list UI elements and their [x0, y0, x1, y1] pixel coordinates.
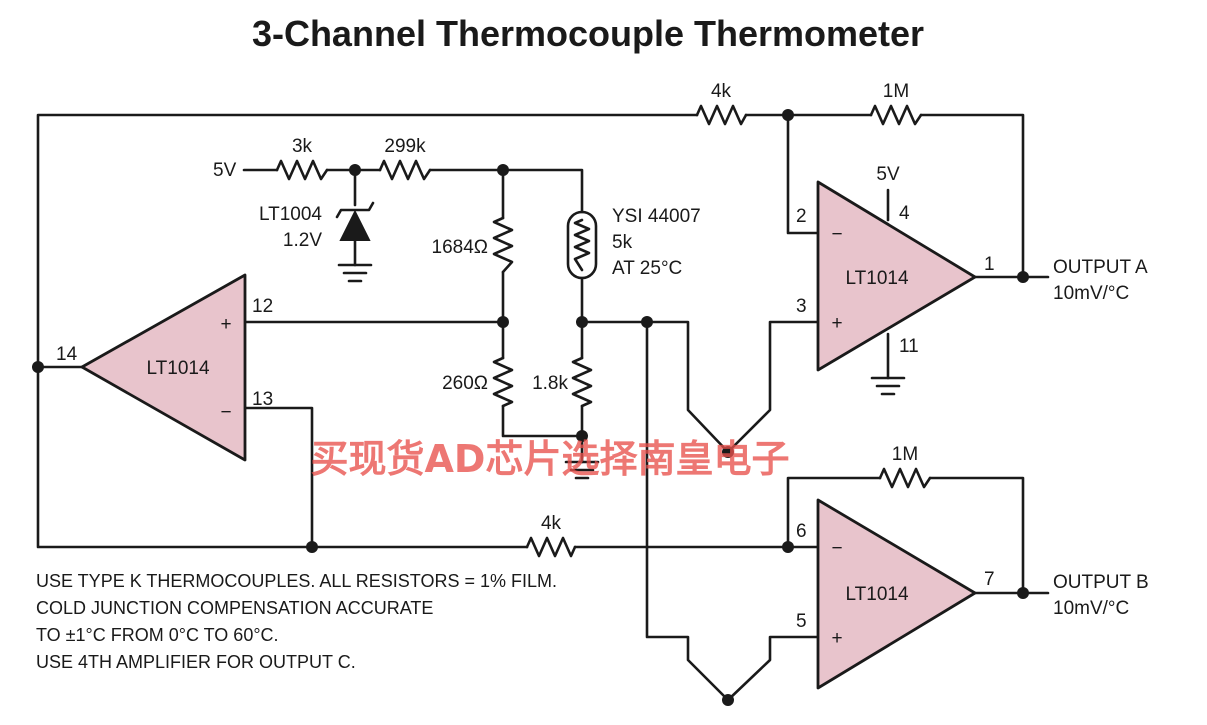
resistors: [275, 104, 932, 558]
ground-amp-a: [870, 376, 906, 396]
opamp-left: [80, 273, 247, 462]
note-line-3: TO ±1°C FROM 0°C TO 60°C.: [36, 625, 279, 645]
opamp-a-pin-plus: 3: [796, 296, 807, 317]
label-r-1m-bottom: 1M: [892, 444, 918, 465]
ground-symbols: [337, 263, 906, 480]
opamp-left-name: LT1014: [146, 358, 209, 379]
resistor-1m-bottom: [878, 467, 932, 489]
opamp-b: [816, 498, 977, 690]
resistor-1-8k: [571, 356, 593, 408]
output-a-label: OUTPUT A: [1053, 257, 1148, 278]
opamp-left-pin-plus: 12: [252, 296, 273, 317]
label-thermistor-name: YSI 44007: [612, 206, 701, 227]
opamp-a-pin-vminus: 11: [899, 336, 919, 357]
opamp-a-plus-sign: +: [831, 313, 842, 334]
resistor-4k-bottom: [525, 536, 577, 558]
opamp-b-plus-sign: +: [831, 628, 842, 649]
resistor-4k-top: [695, 104, 748, 126]
opamp-a-minus-sign: −: [831, 224, 842, 245]
opamp-a-pin-minus: 2: [796, 206, 807, 227]
label-r-1m-top: 1M: [883, 81, 909, 102]
opamp-a: [816, 180, 977, 372]
opamp-b-name: LT1014: [845, 584, 908, 605]
thermistor: [566, 210, 598, 280]
opamp-a-name: LT1014: [845, 268, 908, 289]
watermark-text: 买现货AD芯片选择南皇电子: [311, 437, 790, 481]
opamp-left-plus-sign: +: [220, 314, 231, 335]
opamp-a-pin-vplus: 4: [899, 203, 910, 224]
zener-diode: [335, 201, 375, 241]
note-line-1: USE TYPE K THERMOCOUPLES. ALL RESISTORS …: [36, 571, 557, 591]
note-line-4: USE 4TH AMPLIFIER FOR OUTPUT C.: [36, 652, 356, 672]
ground-zener: [337, 263, 373, 283]
label-thermistor-temp: AT 25°C: [612, 258, 682, 279]
label-thermistor-value: 5k: [612, 232, 633, 253]
output-b-scale: 10mV/°C: [1053, 598, 1129, 619]
wiring: [36, 113, 1050, 702]
label-r-1684: 1684Ω: [432, 237, 488, 258]
label-r-260: 260Ω: [442, 373, 488, 394]
opamp-a-pin-out: 1: [984, 254, 995, 275]
opamp-b-minus-sign: −: [831, 538, 842, 559]
label-diode-value: 1.2V: [283, 230, 322, 251]
label-r-299k: 299k: [384, 136, 426, 157]
output-a-scale: 10mV/°C: [1053, 283, 1129, 304]
label-r-4k-top: 4k: [711, 81, 732, 102]
page-title: 3-Channel Thermocouple Thermometer: [252, 13, 924, 54]
note-line-2: COLD JUNCTION COMPENSATION ACCURATE: [36, 598, 433, 618]
label-supply-amp-a: 5V: [876, 164, 900, 185]
resistor-260: [492, 356, 514, 408]
opamp-b-pin-out: 7: [984, 569, 995, 590]
label-r-3k: 3k: [292, 136, 313, 157]
label-r-1-8k: 1.8k: [532, 373, 568, 394]
opamp-left-minus-sign: −: [220, 402, 231, 423]
opamp-left-pin-minus: 13: [252, 389, 273, 410]
junction-dots: [32, 109, 1029, 706]
resistor-3k: [275, 159, 329, 181]
resistor-299k: [378, 159, 432, 181]
label-diode-name: LT1004: [259, 204, 322, 225]
resistor-1684: [492, 216, 514, 274]
label-r-4k-bottom: 4k: [541, 513, 562, 534]
ground-bridge: [564, 460, 600, 480]
label-supply-left: 5V: [213, 160, 237, 181]
opamp-b-pin-minus: 6: [796, 521, 807, 542]
opamp-b-pin-plus: 5: [796, 611, 807, 632]
output-b-label: OUTPUT B: [1053, 572, 1149, 593]
resistor-1m-top: [869, 104, 923, 126]
opamp-left-pin-out: 14: [56, 344, 78, 365]
